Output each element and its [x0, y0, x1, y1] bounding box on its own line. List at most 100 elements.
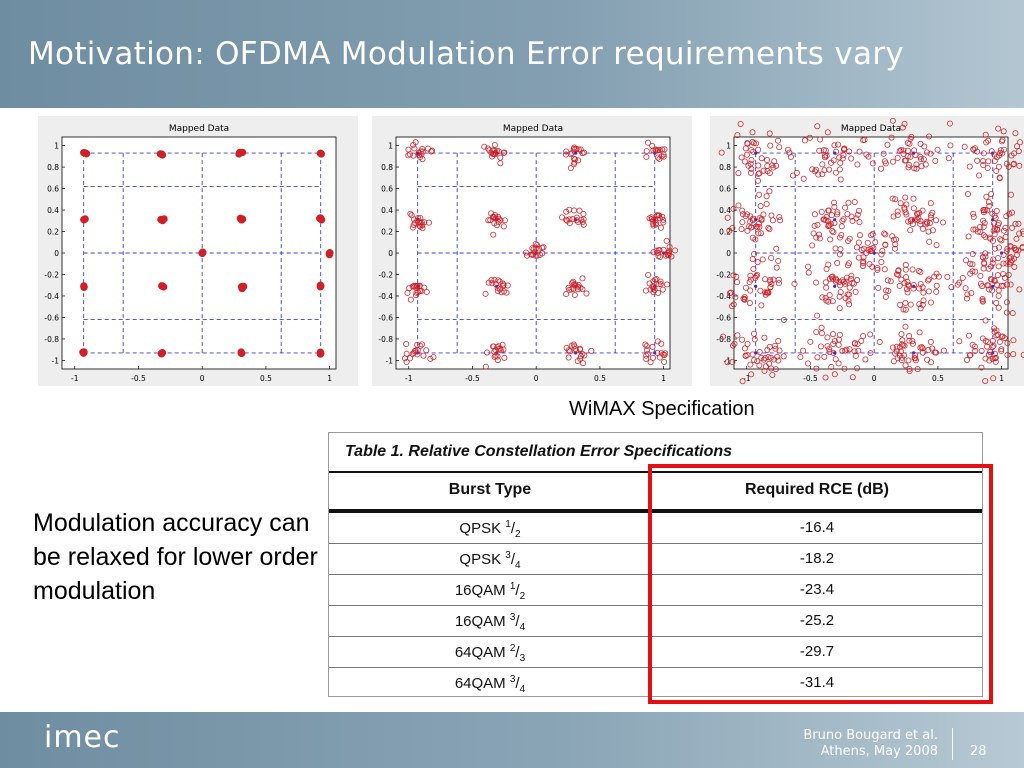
data-point	[495, 277, 502, 284]
table-row: QPSK 1/2-16.4	[329, 513, 982, 544]
data-point	[968, 290, 975, 297]
data-point	[984, 282, 991, 289]
data-point	[826, 292, 833, 299]
data-point	[920, 289, 927, 296]
data-point	[325, 250, 334, 259]
data-point	[860, 263, 866, 269]
data-point	[411, 283, 418, 290]
data-point	[989, 355, 996, 362]
x-tick-label: 0.5	[260, 374, 272, 383]
data-point	[919, 349, 926, 356]
data-point	[499, 280, 506, 287]
data-point	[643, 148, 650, 155]
x-tick-label: 1	[999, 374, 1004, 383]
data-point	[811, 222, 818, 229]
data-point	[821, 216, 828, 223]
data-point	[743, 151, 750, 158]
data-point	[645, 271, 652, 278]
data-point	[922, 221, 929, 228]
data-point	[874, 265, 881, 271]
data-point	[800, 175, 807, 182]
data-point	[977, 223, 984, 230]
data-point	[982, 355, 989, 362]
y-tick-label: 0.6	[719, 185, 731, 194]
data-point	[972, 268, 979, 275]
data-point	[763, 201, 770, 207]
page-number: 28	[970, 744, 987, 759]
data-point	[663, 237, 670, 244]
data-point	[814, 221, 821, 228]
data-point	[829, 298, 836, 305]
data-point	[910, 285, 917, 292]
data-point	[566, 206, 573, 213]
data-point	[876, 339, 883, 345]
data-point	[773, 162, 780, 169]
data-point	[657, 281, 664, 288]
ideal-point	[833, 284, 837, 288]
data-point	[839, 217, 846, 224]
data-point	[1016, 162, 1023, 169]
data-point	[867, 350, 874, 357]
data-point	[735, 202, 742, 209]
data-point	[879, 247, 886, 254]
data-point	[570, 281, 577, 288]
data-point	[925, 288, 932, 295]
data-point	[851, 340, 858, 347]
data-point	[575, 146, 582, 153]
data-point	[822, 147, 829, 154]
data-point	[825, 261, 832, 268]
cell-burst-type: 64QAM 3/4	[329, 674, 651, 695]
data-point	[238, 148, 247, 157]
data-point	[403, 359, 410, 365]
data-point	[907, 227, 914, 234]
data-point	[486, 147, 493, 154]
data-point	[980, 206, 987, 213]
footer-separator	[952, 728, 953, 760]
data-point	[842, 347, 849, 354]
data-point	[409, 224, 416, 231]
data-point	[414, 341, 421, 348]
data-point	[768, 365, 775, 372]
data-point	[580, 360, 587, 367]
data-point	[642, 287, 649, 294]
data-point	[905, 281, 912, 288]
data-point	[906, 365, 913, 372]
data-point	[913, 165, 920, 172]
data-point	[420, 352, 427, 359]
data-point	[963, 295, 970, 302]
data-point	[904, 289, 911, 296]
data-point	[836, 278, 843, 285]
data-point	[826, 346, 833, 353]
data-point	[860, 333, 867, 339]
cell-required-rce: -16.4	[799, 519, 835, 536]
data-point	[990, 342, 997, 349]
data-point	[979, 295, 986, 302]
data-point	[970, 226, 977, 233]
data-point	[927, 338, 934, 345]
data-point	[756, 349, 763, 356]
data-point	[418, 341, 425, 348]
data-point	[945, 155, 952, 162]
data-point	[832, 275, 839, 282]
coding-rate-numerator: 3	[505, 550, 511, 561]
data-point	[417, 219, 424, 226]
data-point	[836, 293, 843, 300]
data-point	[997, 149, 1004, 156]
data-point	[818, 330, 825, 337]
data-point	[490, 231, 497, 238]
side-note: Modulation accuracy can be relaxed for l…	[33, 509, 318, 605]
data-point	[977, 272, 984, 279]
data-point	[490, 343, 497, 350]
data-point	[656, 212, 663, 219]
data-point	[902, 323, 909, 330]
y-tick-label: 0	[54, 249, 59, 258]
data-point	[853, 215, 860, 222]
data-point	[1004, 352, 1011, 358]
data-point	[414, 283, 421, 289]
data-point	[797, 354, 804, 361]
data-point	[858, 246, 865, 253]
data-point	[488, 277, 495, 284]
data-point	[967, 352, 974, 358]
data-point	[852, 288, 859, 295]
data-point	[928, 359, 935, 366]
